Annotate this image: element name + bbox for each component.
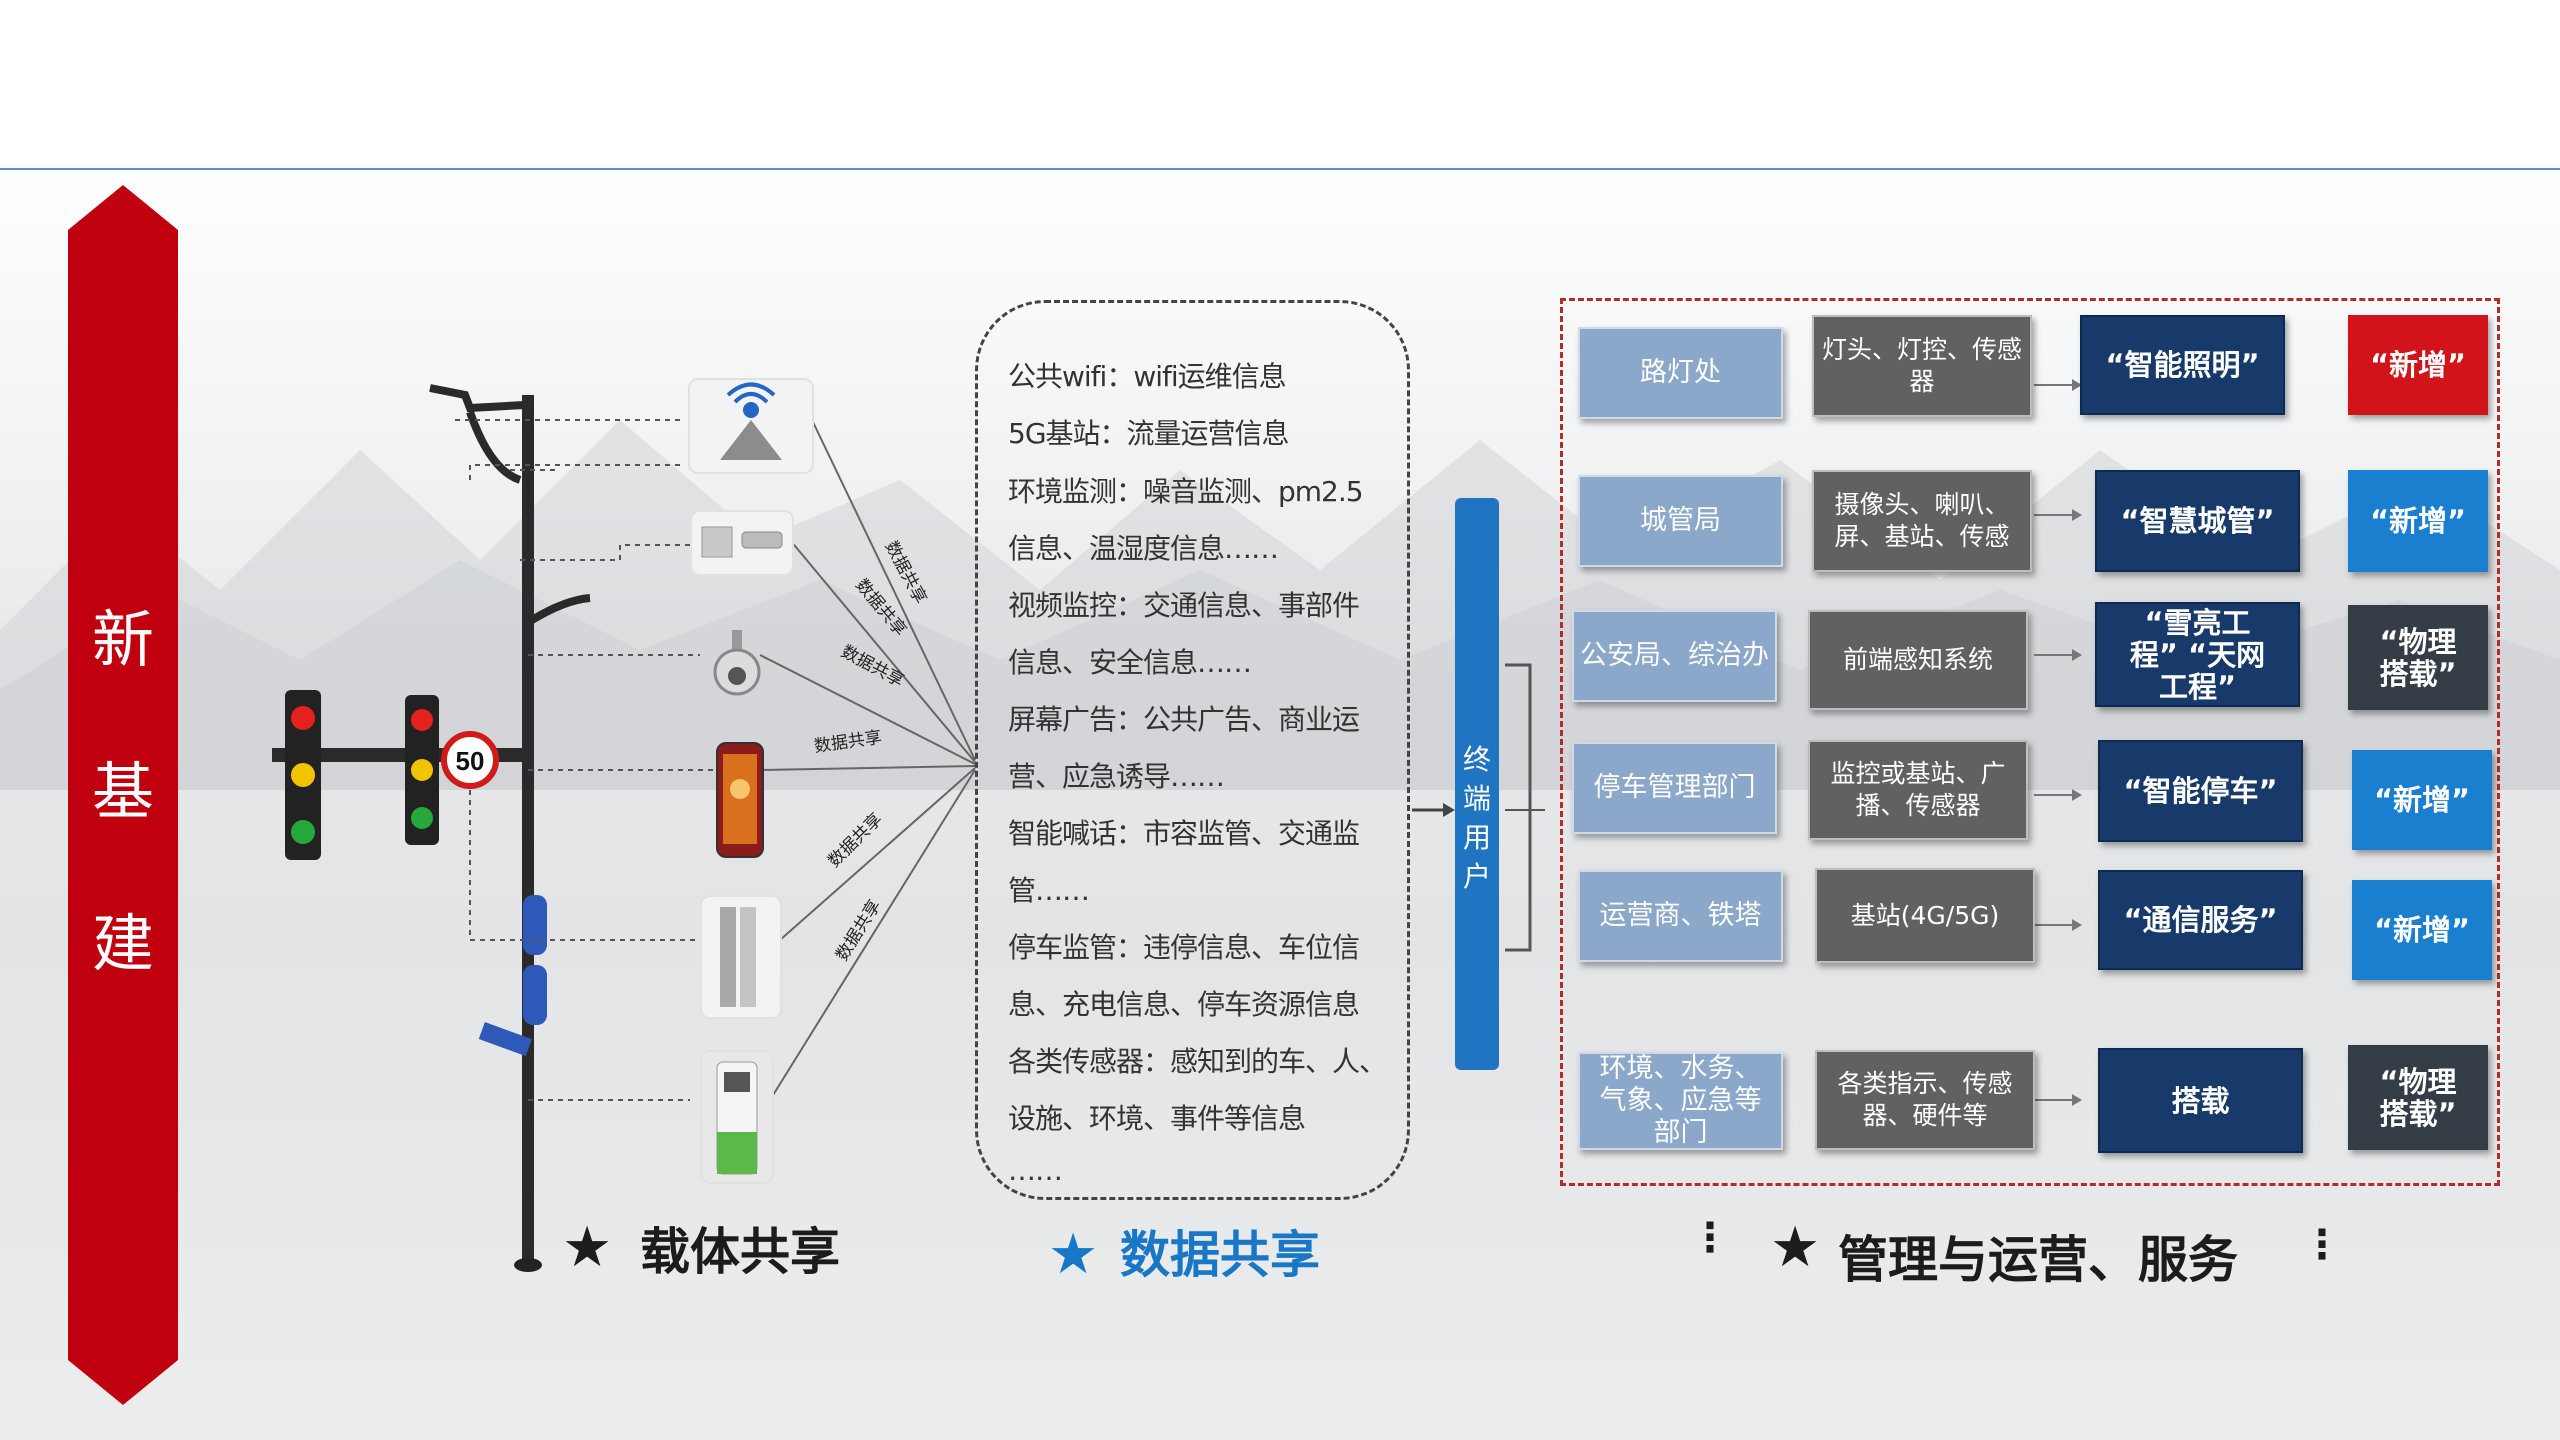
management-star-icon: ★: [1770, 1215, 1821, 1280]
caption-management: 管理与运营、服务: [1838, 1231, 2238, 1289]
row-arrows: [2034, 384, 2075, 1101]
row5-service: “通信服务”: [2098, 870, 2303, 970]
row3-device: 前端感知系统: [1808, 610, 2028, 710]
row4-service: “智能停车”: [2098, 740, 2303, 842]
ribbon-char-1: 新: [91, 603, 154, 676]
row2-device: 摄像头、喇叭、屏、基站、传感: [1812, 470, 2032, 572]
wifi-icon: [720, 382, 782, 460]
data-share-tag-6: 数据共享: [832, 896, 885, 964]
speed-limit-sign: [441, 731, 499, 789]
wifi-device-thumb: [688, 378, 814, 474]
category-ribbon: [68, 185, 178, 1405]
vertical-dots-right-icon: ⋮: [2302, 1222, 2342, 1268]
data-line-11: 停车监管：违停信息、车位信: [1008, 931, 1360, 964]
ribbon-char-2: 基: [91, 755, 154, 828]
row6-dept: 环境、水务、气象、应急等部门: [1578, 1052, 1783, 1150]
data-line-6: 信息、安全信息……: [1008, 646, 1252, 679]
blue-sign-1: [523, 895, 547, 955]
ad-screen-icon: [723, 754, 757, 844]
row3-service: “雪亮工程” “天网工程”: [2095, 602, 2300, 707]
data-line-4: 信息、温湿度信息……: [1008, 532, 1279, 565]
data-share-box: [975, 300, 1410, 1200]
camera-light-thumb: [690, 510, 794, 576]
charging-pile-icon: [716, 1061, 758, 1175]
data-share-tag-1: 数据共享: [881, 538, 931, 607]
smart-pole: [522, 395, 534, 1265]
caption-data-share: 数据共享: [1120, 1226, 1320, 1284]
data-share-tag-5: 数据共享: [824, 809, 886, 871]
row5-tag: “新增”: [2352, 880, 2492, 980]
data-line-13: 各类传感器：感知到的车、人、: [1008, 1045, 1387, 1078]
row4-tag: “新增”: [2352, 750, 2492, 850]
row6-device: 各类指示、传感器、硬件等: [1815, 1050, 2035, 1150]
vertical-dots-left-icon: ⋮: [1690, 1215, 1730, 1261]
row1-device: 灯头、灯控、传感器: [1812, 315, 2032, 417]
data-share-lines: [759, 419, 976, 1101]
row3-dept: 公安局、综治办: [1572, 610, 1777, 702]
data-share-tag-4: 数据共享: [813, 728, 883, 757]
sensor-icon: [701, 526, 783, 558]
row3-tag: “物理搭载”: [2348, 605, 2488, 710]
caption-carrier-share: 载体共享: [640, 1223, 840, 1281]
data-line-15: ……: [1008, 1154, 1063, 1187]
row5-device: 基站(4G/5G): [1815, 868, 2035, 963]
row6-tag: “物理搭载”: [2348, 1045, 2488, 1150]
ribbon-char-3: 建: [91, 907, 154, 980]
terminal-user-label: 终端用户: [1462, 743, 1491, 893]
ad-screen-thumb: [716, 742, 764, 858]
speed-limit-value: 50: [456, 746, 485, 776]
lamp-arm-lower: [529, 594, 591, 624]
management-panel: [1560, 298, 2500, 1186]
data-line-10: 管……: [1008, 874, 1090, 907]
dome-camera-icon: [713, 630, 761, 696]
data-line-7: 屏幕广告：公共广告、商业运: [1008, 703, 1360, 736]
speaker-icon: [720, 907, 756, 1007]
data-line-8: 营、应急诱导……: [1008, 760, 1225, 793]
row2-dept: 城管局: [1578, 475, 1783, 567]
data-line-5: 视频监控：交通信息、事部件: [1008, 589, 1360, 622]
street-name-sign: [478, 1022, 532, 1057]
blue-sign-2: [523, 965, 547, 1025]
data-star-icon: ★: [1048, 1222, 1099, 1287]
data-line-12: 息、充电信息、停车资源信息: [1008, 988, 1360, 1021]
device-connectors: [455, 419, 715, 1101]
row1-dept: 路灯处: [1578, 327, 1783, 419]
data-line-9: 智能喊话：市容监管、交通监: [1008, 817, 1360, 850]
carrier-star-icon: ★: [562, 1215, 613, 1280]
data-line-1: 公共wifi：wifi运维信息: [1008, 360, 1287, 393]
row2-tag: “新增”: [2348, 470, 2488, 572]
row1-service: “智能照明”: [2080, 315, 2285, 415]
row2-service: “智慧城管”: [2095, 470, 2300, 572]
charging-pile-thumb: [700, 1050, 774, 1184]
row4-device: 监控或基站、广播、传感器: [1808, 740, 2028, 840]
dome-camera-thumb: [712, 630, 762, 700]
lamp-arm-upper: [429, 384, 525, 413]
row5-dept: 运营商、铁塔: [1578, 870, 1783, 962]
terminal-bracket: [1505, 663, 1532, 952]
data-line-3: 环境监测：噪音监测、pm2.5: [1008, 475, 1364, 508]
row6-service: 搭载: [2098, 1048, 2303, 1153]
data-line-14: 设施、环境、事件等信息: [1008, 1102, 1306, 1135]
terminal-user-bar: [1455, 498, 1499, 1070]
row1-tag: “新增”: [2348, 315, 2488, 415]
row4-dept: 停车管理部门: [1572, 742, 1777, 834]
speaker-panel-thumb: [700, 895, 782, 1019]
header-divider: [0, 168, 2560, 170]
data-line-2: 5G基站：流量运营信息: [1008, 417, 1290, 450]
